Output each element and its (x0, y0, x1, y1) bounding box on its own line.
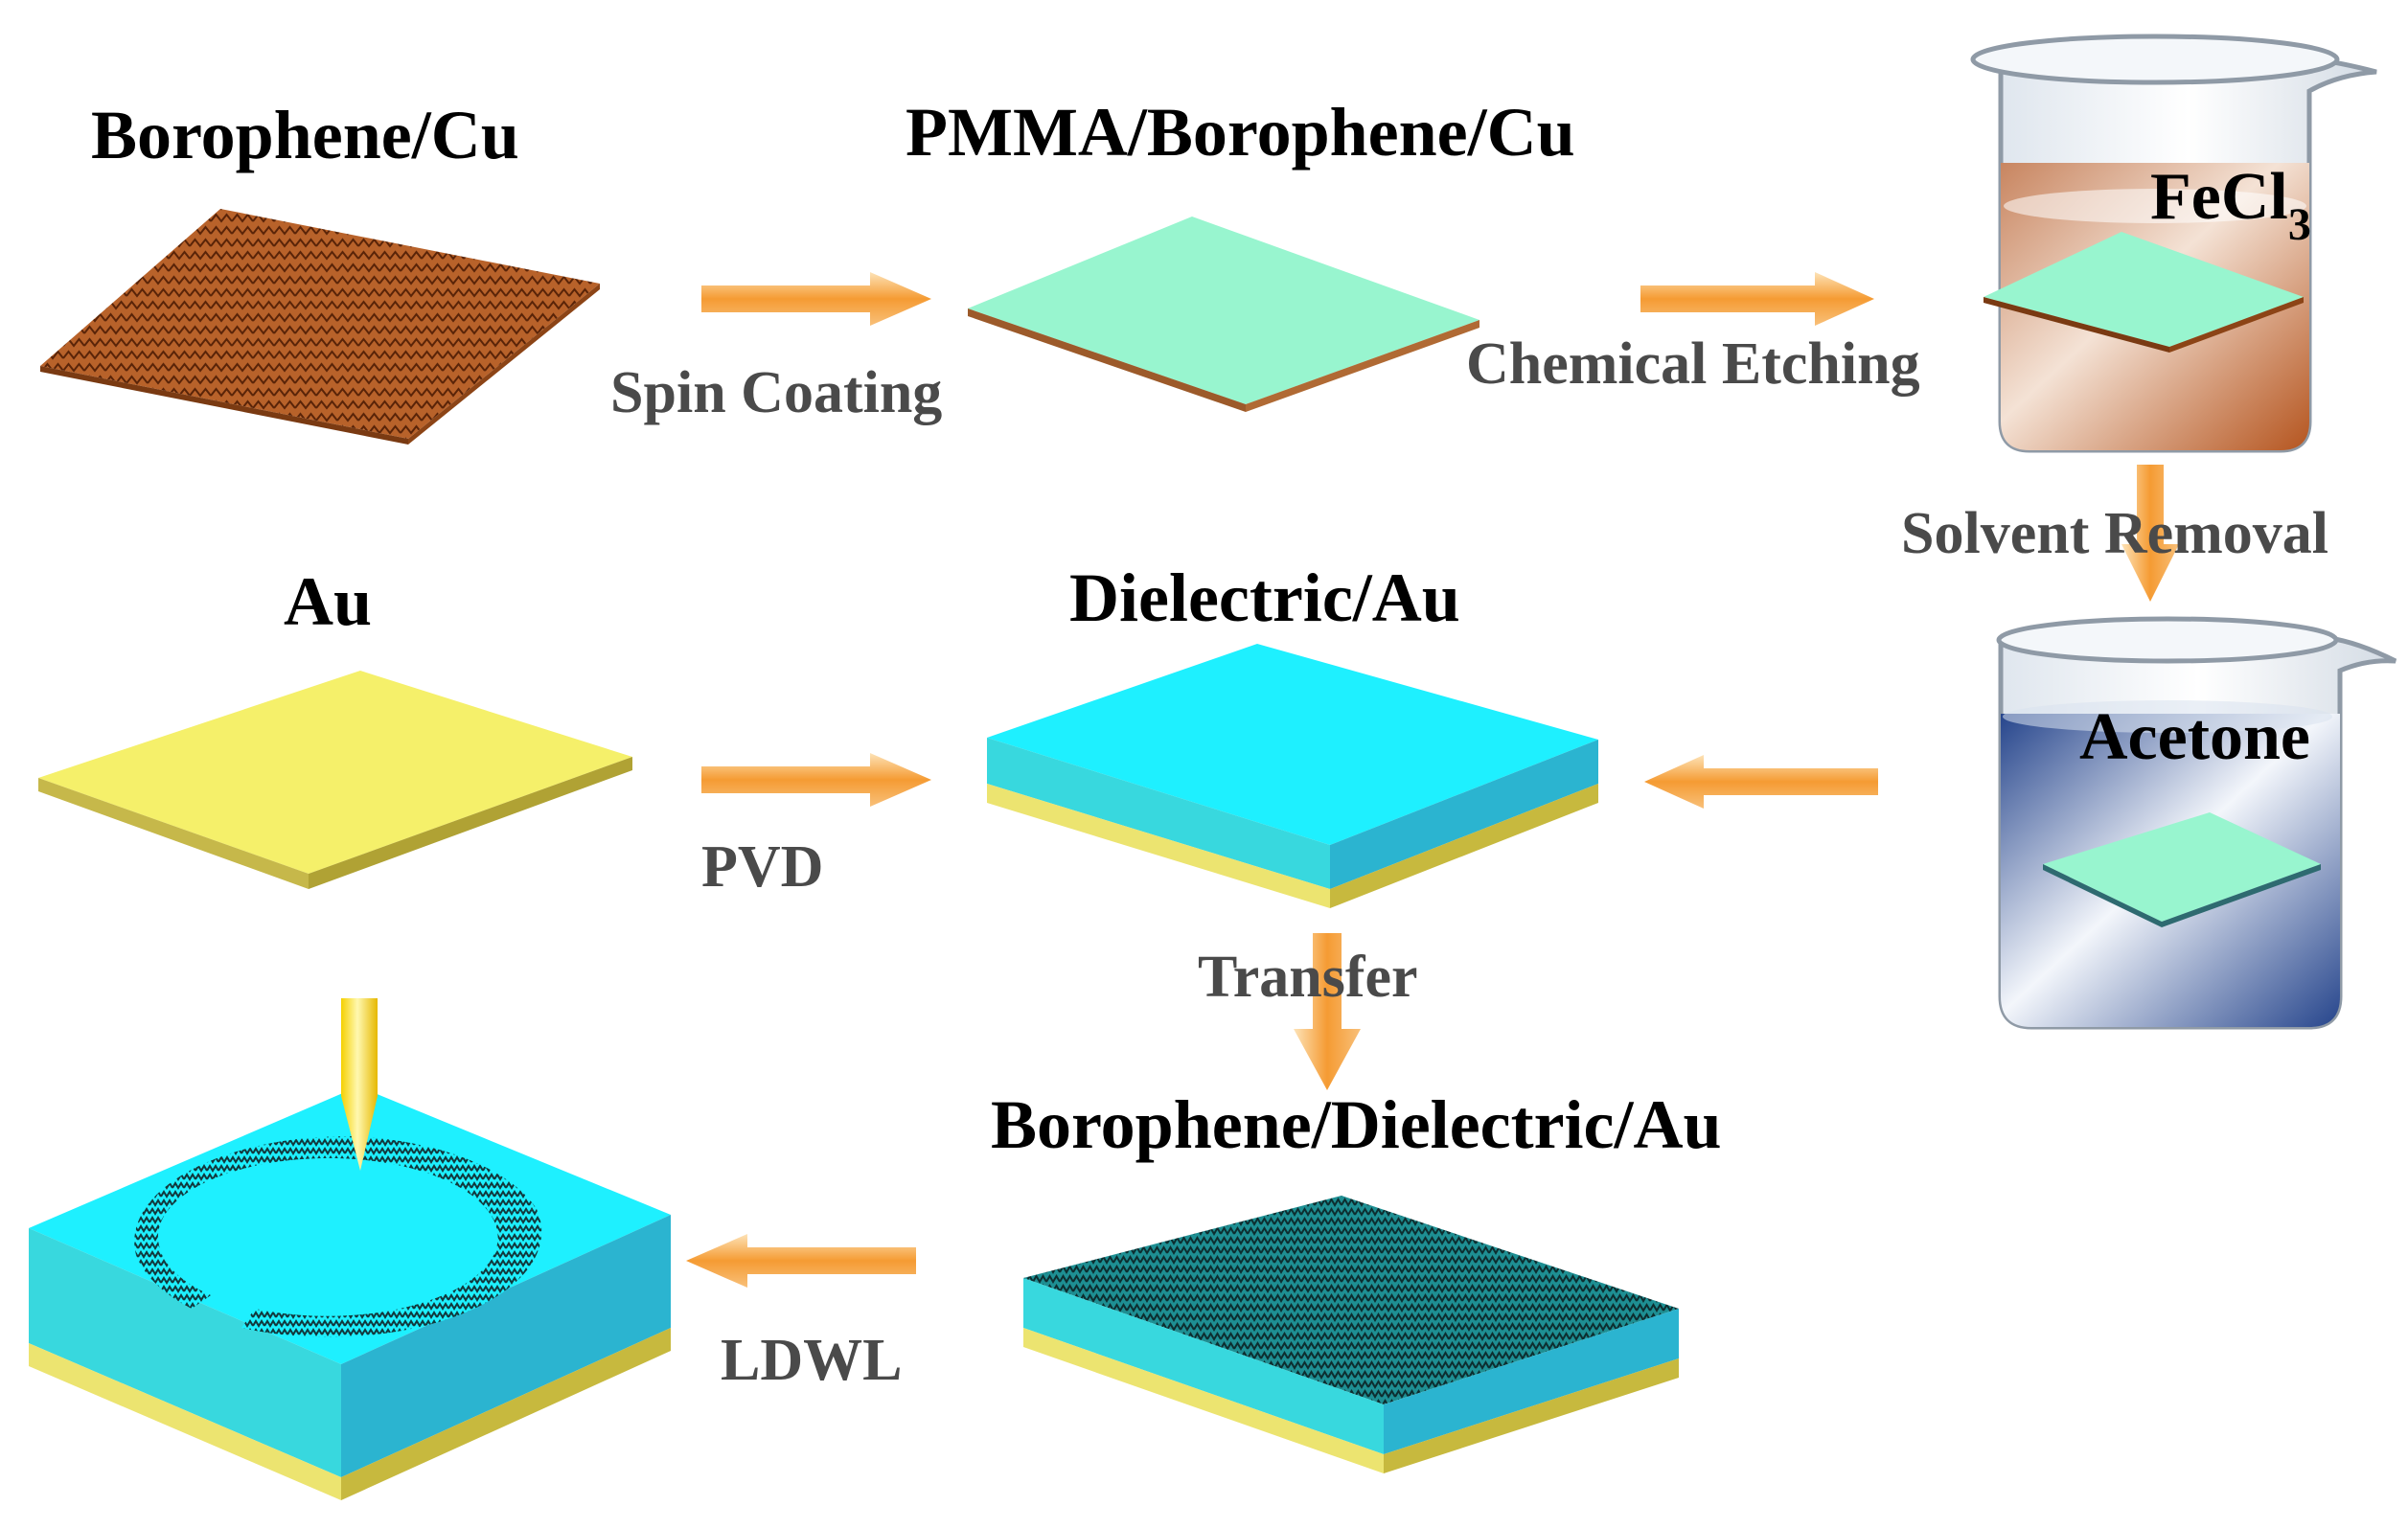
step-pvd: PVD (701, 834, 823, 900)
step-ldwl: LDWL (721, 1328, 902, 1393)
arrow-pvd (701, 753, 931, 807)
ldwl-patterned-sample (29, 998, 671, 1500)
step-spin-coating: Spin Coating (610, 360, 942, 425)
arrow-spin-coating (701, 272, 931, 326)
arrow-solvent-removal (2121, 465, 2179, 602)
arrow-chemical-etching (1640, 272, 1874, 326)
arrow-from-acetone (1644, 755, 1878, 809)
label-au: Au (284, 563, 372, 640)
label-pmma-borophene-cu: PMMA/Borophene/Cu (906, 94, 1575, 171)
split-ring-pattern (134, 1135, 542, 1337)
laser-tip-icon (341, 998, 378, 1171)
label-acetone: Acetone (2079, 700, 2310, 774)
arrow-transfer (1294, 933, 1361, 1090)
label-borophene-dielectric-au: Borophene/Dielectric/Au (991, 1086, 1722, 1163)
pmma-borophene-cu-sample (968, 217, 1479, 412)
fecl3-beaker (1970, 34, 2377, 453)
arrow-ldwl (686, 1234, 916, 1288)
acetone-beaker (1996, 616, 2397, 1030)
step-transfer: Transfer (1198, 945, 1418, 1010)
label-dielectric-au: Dielectric/Au (1069, 559, 1460, 636)
au-sample (38, 671, 632, 889)
label-fecl3: FeCl3 (2150, 160, 2311, 250)
borophene-cu-sample (40, 209, 600, 445)
step-solvent-removal: Solvent Removal (1901, 501, 2328, 566)
dielectric-au-sample (987, 644, 1598, 908)
borophene-dielectric-au-sample (1023, 1196, 1679, 1473)
step-chemical-etching: Chemical Etching (1466, 331, 1920, 397)
label-borophene-cu: Borophene/Cu (91, 97, 519, 173)
